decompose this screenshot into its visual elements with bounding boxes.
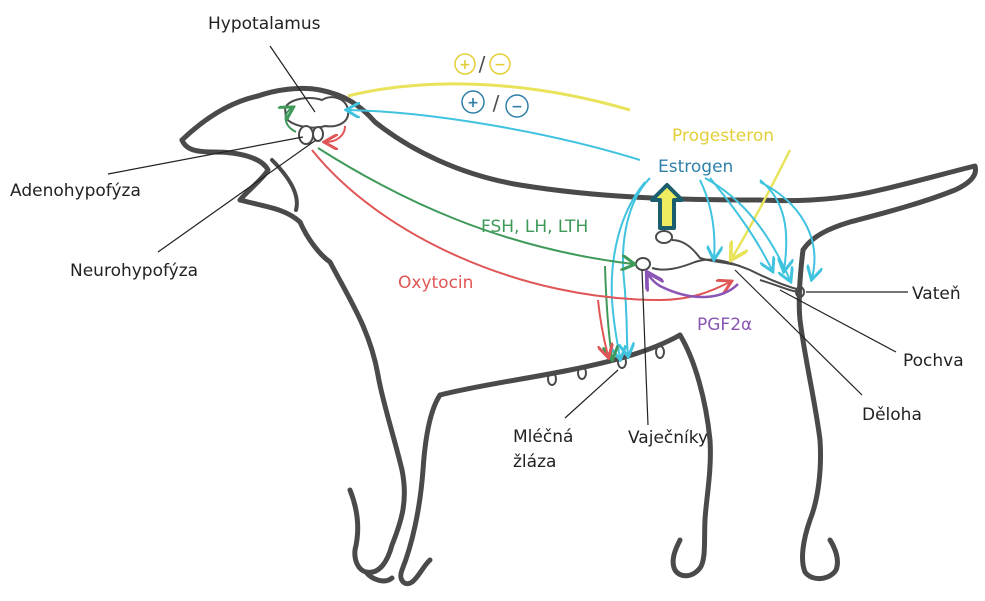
estrogen-production-arrow	[652, 185, 682, 228]
label-vaten: Vateň	[912, 284, 961, 304]
dog-belly-outline	[440, 335, 680, 395]
ovary-shape	[636, 258, 650, 270]
label-vajecniky: Vaječníky	[628, 428, 708, 448]
dog-outline	[182, 88, 976, 583]
label-progesteron: Progesteron	[672, 126, 774, 146]
minus-sign: −	[494, 57, 506, 73]
slash-sign: /	[479, 52, 486, 76]
label-neurohypofyza: Neurohypofýza	[70, 261, 198, 281]
dog-chest-outline	[240, 200, 404, 572]
leader-adenohypofyza	[108, 137, 303, 174]
teat	[656, 346, 664, 358]
label-pochva: Pochva	[903, 351, 964, 371]
progesterone-feedback-signs: + / −	[455, 52, 510, 76]
label-mlecna-line1: Mléčná	[513, 427, 573, 447]
plus-sign: +	[459, 57, 471, 73]
label-deloha: Děloha	[862, 405, 922, 425]
dog-hind-leg-back-outline	[799, 250, 837, 579]
label-fsh-lh-lth: FSH, LH, LTH	[481, 217, 588, 237]
label-mlecna-line2: žláza	[513, 452, 556, 472]
progesterone-feedback-arc	[348, 84, 630, 110]
minus-sign: −	[511, 99, 523, 115]
label-hypotalamus: Hypotalamus	[208, 14, 321, 34]
label-estrogen: Estrogen	[658, 157, 733, 177]
leader-pochva	[780, 290, 896, 352]
dog-muzzle-outline	[182, 140, 268, 200]
dog-hind-leg-outline	[673, 335, 710, 576]
label-oxytocin: Oxytocin	[398, 273, 473, 293]
label-pgf2a: PGF2α	[697, 315, 752, 335]
estrogen-feedback-signs: + / −	[462, 91, 528, 117]
label-adenohypofyza: Adenohypofýza	[10, 181, 141, 201]
plus-sign: +	[467, 95, 479, 111]
dog-ear-outline	[272, 160, 297, 210]
leader-neurohypofyza	[158, 140, 316, 252]
dog-front-paw-outline	[366, 572, 392, 581]
ovary-shape-upper	[656, 231, 672, 243]
slash-sign: /	[493, 91, 500, 115]
pituitary-shape	[299, 126, 323, 144]
hypothalamus-shape	[285, 97, 348, 127]
leader-mlecna-zlaza	[565, 370, 618, 418]
